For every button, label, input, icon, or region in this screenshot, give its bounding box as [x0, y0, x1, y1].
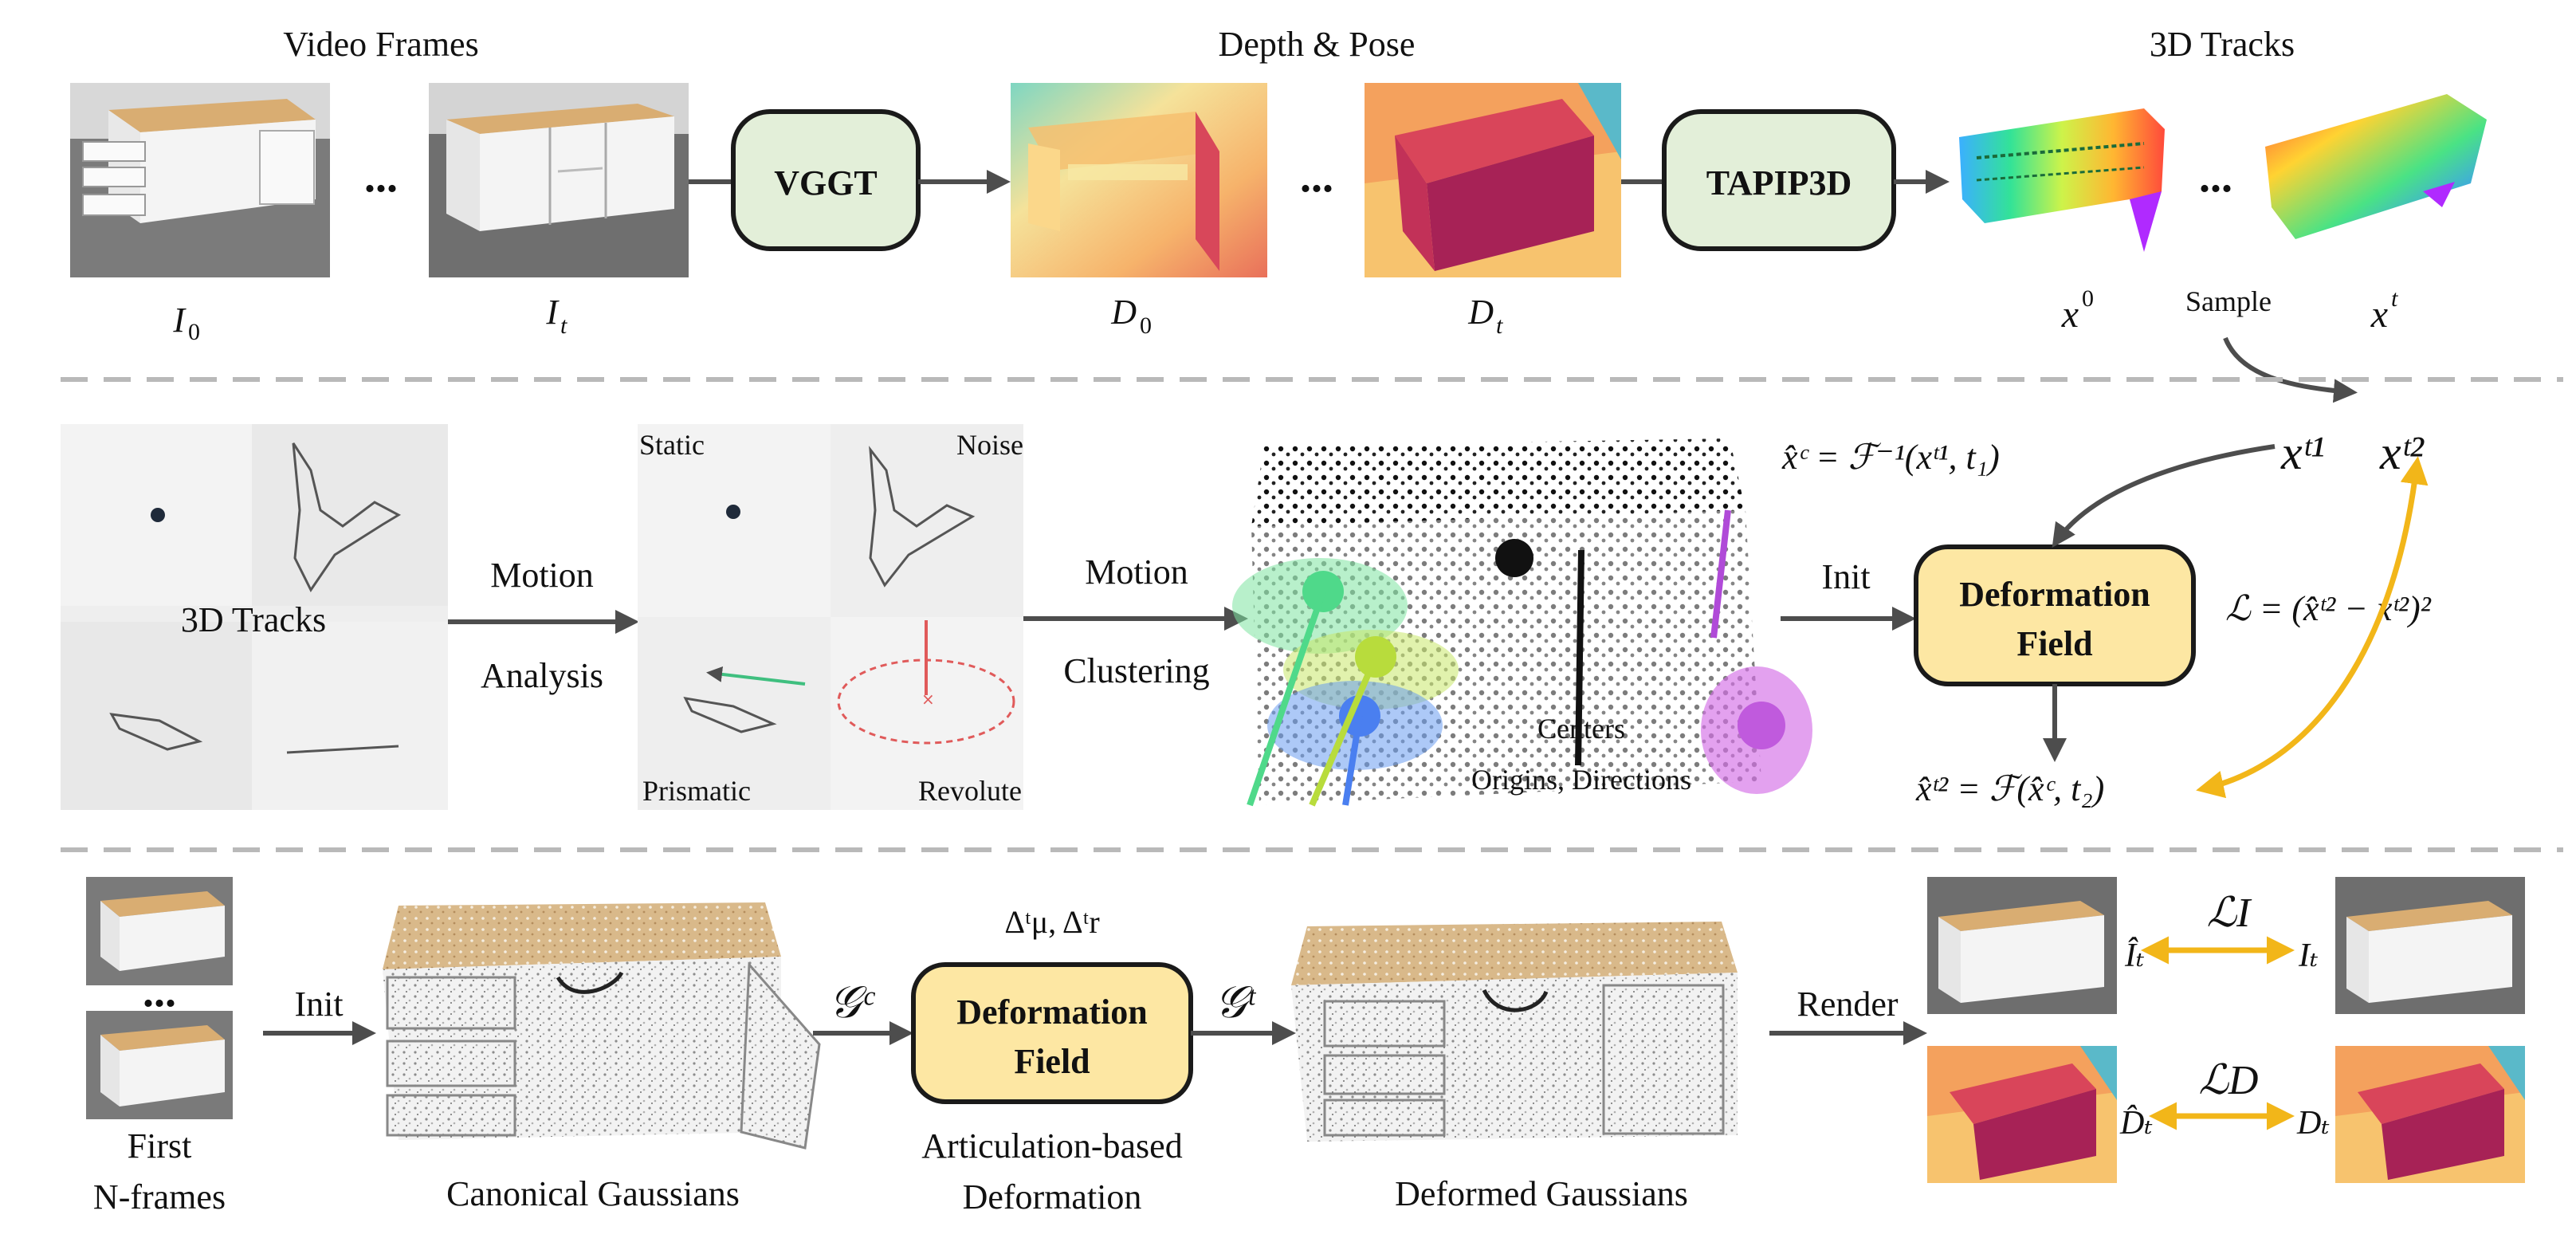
ground-truth-image — [2335, 877, 2525, 1014]
arrow-sample — [2223, 336, 2358, 403]
ellipsis-depth: ... — [1300, 152, 1333, 202]
deformation-field-line1: Deformation — [1959, 575, 2150, 614]
canonical-gaussians — [383, 902, 821, 1150]
revolute-label: Revolute — [918, 775, 1022, 807]
depth-label-t: D — [1467, 293, 1494, 332]
tracks-panel — [61, 424, 448, 810]
tapip3d-label: TAPIP3D — [1706, 163, 1852, 202]
svg-text:×: × — [921, 690, 935, 709]
video-frame-t — [429, 83, 689, 277]
frame-subscript-first: 0 — [188, 319, 200, 345]
loss-arrow-yellow — [2196, 456, 2429, 799]
centers-label: Centers — [1537, 713, 1625, 745]
prismatic-label: Prismatic — [642, 775, 751, 807]
track-cloud-first — [1959, 108, 2165, 252]
first-frames-line2: N-frames — [93, 1177, 226, 1217]
motion-analysis-line2: Analysis — [481, 656, 603, 695]
deformation-field-line2: Field — [2016, 624, 2092, 663]
prediction-equation: x̂ᵗ² = ℱ(x̂ᶜ, t₂) — [1915, 769, 2104, 808]
canonical-gaussians-label: Canonical Gaussians — [446, 1174, 740, 1213]
ellipsis-tracks: ... — [2199, 152, 2232, 202]
gt-image-label: Iₜ — [2298, 938, 2318, 974]
xt1-label: xᵗ¹ — [2280, 426, 2325, 479]
motion-clustering-line2: Clustering — [1063, 651, 1209, 690]
rendered-image — [1927, 877, 2117, 1014]
track-label-t: x — [2370, 293, 2388, 336]
depth-subscript-t: t — [1496, 312, 1503, 339]
deformation-field-box-bottom — [911, 962, 1193, 1104]
render-label: Render — [1797, 985, 1898, 1024]
track-cloud-t — [2265, 94, 2487, 239]
frame-label-first: I — [172, 301, 187, 340]
canonical-equation: x̂ᶜ = ℱ⁻¹(xᵗ¹, t₁) — [1781, 438, 2000, 477]
vggt-label: VGGT — [774, 163, 878, 202]
deformation-field-box-middle — [1914, 544, 2196, 686]
clustered-point-cloud — [1232, 438, 1812, 807]
loss-depth-label: ℒD — [2198, 1058, 2258, 1103]
ground-truth-depth — [2335, 1046, 2525, 1183]
track-superscript-t: t — [2391, 285, 2398, 312]
xt2-label: xᵗ² — [2379, 426, 2425, 479]
gc-label: 𝒢ᶜ — [829, 978, 876, 1028]
deformation-field-bottom-line1: Deformation — [956, 993, 1148, 1032]
arrow-xt1-to-field — [2052, 444, 2276, 548]
rendered-image-label: Îₜ — [2124, 937, 2144, 974]
gt-label: 𝒢ᵗ — [1215, 978, 1257, 1028]
depth-map-first — [1011, 83, 1267, 277]
video-frames-title: Video Frames — [283, 25, 478, 64]
ellipsis-first-frames: ... — [143, 967, 176, 1016]
video-frame-first — [70, 83, 330, 277]
delta-label: Δᵗμ, Δᵗr — [1004, 904, 1099, 940]
ellipsis-frames: ... — [364, 152, 398, 202]
rendered-depth — [1927, 1046, 2117, 1183]
tracks-title: 3D Tracks — [2150, 25, 2295, 64]
sample-label: Sample — [2185, 285, 2272, 317]
loss-equation: ℒ = (x̂ᵗ² − xᵗ²)² — [2225, 589, 2432, 628]
first-frame-thumb-top — [86, 877, 233, 985]
track-superscript-first: 0 — [2082, 285, 2094, 312]
track-label-first: x — [2061, 293, 2079, 336]
frame-label-t: I — [545, 293, 560, 332]
origins-directions-label: Origins, Directions — [1471, 764, 1691, 796]
loss-image-label: ℒI — [2207, 890, 2252, 936]
tracks-center-label: 3D Tracks — [181, 600, 326, 639]
depth-pose-title: Depth & Pose — [1219, 25, 1416, 64]
motion-types-panel: × — [638, 424, 1023, 810]
static-label: Static — [639, 429, 705, 461]
init-label-bottom: Init — [294, 985, 343, 1024]
first-frame-thumb-bottom — [86, 1011, 233, 1119]
deformation-field-bottom-line2: Field — [1014, 1042, 1090, 1081]
first-frames-line1: First — [128, 1126, 192, 1165]
init-label-middle: Init — [1821, 557, 1870, 596]
gt-depth-label: Dₜ — [2296, 1105, 2330, 1142]
depth-map-t — [1365, 83, 1621, 277]
rendered-depth-label: D̂ₜ — [2119, 1104, 2153, 1142]
articulation-line1: Articulation-based — [921, 1126, 1182, 1165]
depth-subscript-first: 0 — [1140, 312, 1152, 339]
deformed-gaussians-label: Deformed Gaussians — [1395, 1174, 1688, 1213]
articulation-line2: Deformation — [963, 1177, 1142, 1217]
motion-clustering-line1: Motion — [1085, 552, 1188, 592]
noise-label: Noise — [956, 429, 1023, 461]
depth-label-first: D — [1110, 293, 1137, 332]
motion-analysis-line1: Motion — [490, 556, 594, 595]
frame-subscript-t: t — [560, 312, 567, 339]
deformed-gaussians — [1291, 922, 1738, 1142]
